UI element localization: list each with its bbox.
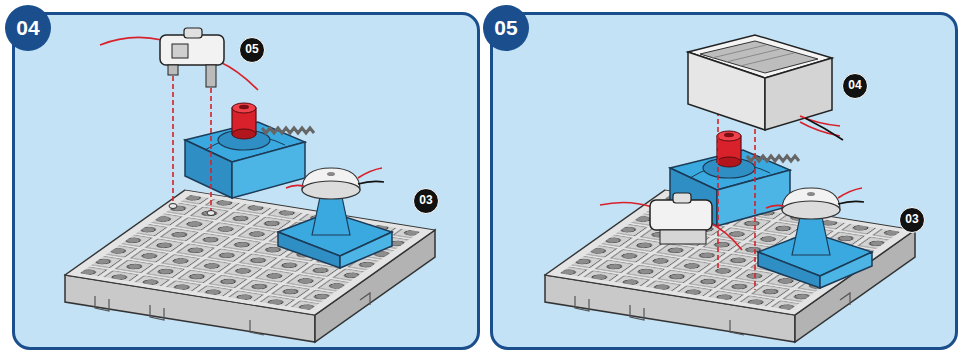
switch-left-part [169, 204, 177, 209]
switch-left-part [206, 65, 216, 87]
callout-circle: 05 [239, 37, 265, 63]
switch-right-part [708, 222, 742, 250]
step-number: 05 [483, 5, 529, 51]
callout-number: 05 [240, 38, 264, 61]
switch-left-part [168, 65, 178, 75]
callout-circle: 03 [413, 188, 439, 214]
switch-left-part [184, 28, 202, 38]
switch-right-part [650, 200, 712, 230]
callout-circle: 03 [899, 207, 925, 233]
callout-circle: 04 [842, 73, 868, 99]
callout-number: 04 [843, 74, 867, 97]
battery-holder-part [712, 45, 794, 66]
switch-left-part [207, 211, 215, 216]
switch-left-part [172, 44, 188, 58]
switch-left-part [160, 35, 224, 65]
switch-right-part [673, 193, 691, 203]
step-number: 04 [5, 5, 51, 51]
callout-number: 03 [414, 189, 438, 212]
callout-number: 03 [900, 208, 924, 231]
switch-right-part [660, 230, 706, 244]
